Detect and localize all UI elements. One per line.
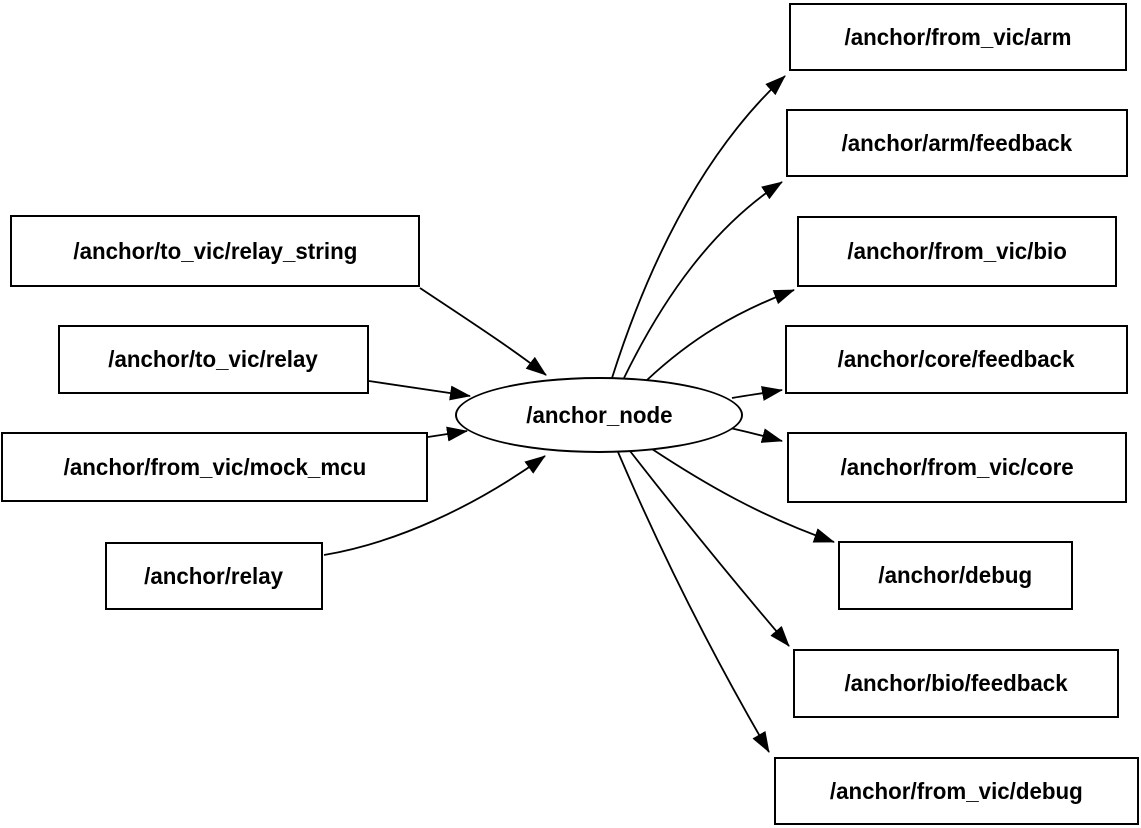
graph-edge-anchor-node-to-anchor-from-vic-debug bbox=[617, 451, 770, 753]
node-label: /anchor/to_vic/relay_string bbox=[73, 237, 357, 264]
graph-edge-anchor-node-to-anchor-core-feedback bbox=[731, 386, 783, 401]
graph-node-anchor-from-vic-core: /anchor/from_vic/core bbox=[787, 432, 1127, 503]
graph-node-anchor-from-vic-arm: /anchor/from_vic/arm bbox=[789, 3, 1127, 71]
graph-edge-anchor-relay-to-anchor-node bbox=[323, 455, 546, 556]
node-label: /anchor/arm/feedback bbox=[841, 129, 1073, 156]
graph-edge-anchor-node-to-anchor-arm-feedback bbox=[623, 181, 783, 379]
node-label: /anchor/from_vic/mock_mcu bbox=[63, 453, 366, 480]
graph-node-anchor-debug: /anchor/debug bbox=[838, 541, 1073, 610]
graph-edge-anchor-node-to-anchor-debug bbox=[651, 448, 835, 543]
graph-node-anchor-node: /anchor_node bbox=[455, 377, 743, 453]
node-label: /anchor/from_vic/debug bbox=[830, 777, 1083, 804]
graph-node-anchor-from-vic-mock-mcu: /anchor/from_vic/mock_mcu bbox=[1, 432, 428, 502]
node-label: /anchor_node bbox=[525, 401, 673, 428]
graph-edge-anchor-to-vic-relay-to-anchor-node bbox=[368, 380, 471, 401]
node-label: /anchor/to_vic/relay bbox=[108, 346, 319, 372]
node-label: /anchor/core/feedback bbox=[838, 346, 1075, 372]
graph-node-anchor-from-vic-debug: /anchor/from_vic/debug bbox=[774, 757, 1139, 825]
graph-node-anchor-core-feedback: /anchor/core/feedback bbox=[785, 325, 1128, 394]
node-label: /anchor/bio/feedback bbox=[844, 670, 1068, 696]
node-label: /anchor/from_vic/bio bbox=[847, 238, 1067, 264]
graph-node-anchor-to-vic-relay-string: /anchor/to_vic/relay_string bbox=[10, 215, 420, 287]
node-label: /anchor/from_vic/core bbox=[840, 454, 1074, 480]
node-label: /anchor/from_vic/arm bbox=[844, 23, 1072, 50]
graph-edge-anchor-node-to-anchor-from-vic-core bbox=[729, 427, 783, 443]
graph-edge-anchor-to-vic-relay-string-to-anchor-node bbox=[419, 287, 547, 376]
graph-edge-anchor-node-to-anchor-from-vic-bio bbox=[646, 289, 795, 381]
graph-edge-anchor-node-to-anchor-from-vic-arm bbox=[611, 75, 786, 379]
graph-node-anchor-relay: /anchor/relay bbox=[105, 542, 323, 610]
graph-node-anchor-from-vic-bio: /anchor/from_vic/bio bbox=[797, 216, 1117, 287]
graph-node-anchor-arm-feedback: /anchor/arm/feedback bbox=[786, 109, 1128, 177]
graph-node-anchor-bio-feedback: /anchor/bio/feedback bbox=[793, 649, 1119, 718]
graph-node-anchor-to-vic-relay: /anchor/to_vic/relay bbox=[58, 325, 369, 394]
node-label: /anchor/relay bbox=[144, 562, 284, 589]
graph-edge-anchor-node-to-anchor-bio-feedback bbox=[629, 450, 790, 647]
node-label: /anchor/debug bbox=[878, 562, 1033, 588]
graph-edge-anchor-from-vic-mock-mcu-to-anchor-node bbox=[427, 426, 468, 442]
